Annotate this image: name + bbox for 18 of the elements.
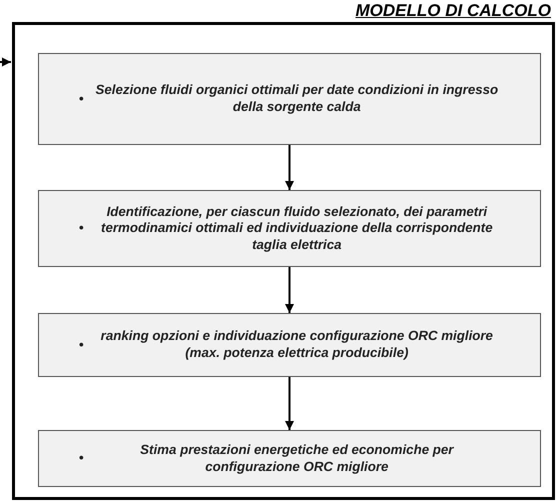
arrow: [285, 377, 294, 430]
step-text: Identificazione, per ciascun fluido selezionato, dei parametri termodinamici ottimali ed individuazione della corrispondente taglia elettrica: [100, 204, 494, 254]
frame-box: [12, 22, 555, 500]
process-box: [38, 430, 541, 487]
step-text: Stima prestazioni energetiche ed economiche per configurazione ORC migliore: [139, 442, 455, 476]
process-box: [38, 313, 541, 377]
step-text: ranking opzioni e individuazione configurazione ORC migliore (max. potenza elettrica producibile): [100, 328, 494, 362]
arrow: [285, 145, 294, 190]
process-box: [38, 53, 541, 145]
bullet: •: [79, 220, 84, 237]
diagram-title: MODELLO DI CALCOLO: [356, 1, 551, 21]
process-box: [38, 190, 541, 267]
arrow: [0, 58, 11, 66]
step-text: Selezione fluidi organici ottimali per date condizioni in ingresso della sorgente calda: [94, 82, 500, 116]
bullet: •: [79, 450, 84, 467]
arrow: [285, 267, 294, 313]
bullet: •: [79, 90, 84, 108]
bullet: •: [79, 336, 84, 354]
